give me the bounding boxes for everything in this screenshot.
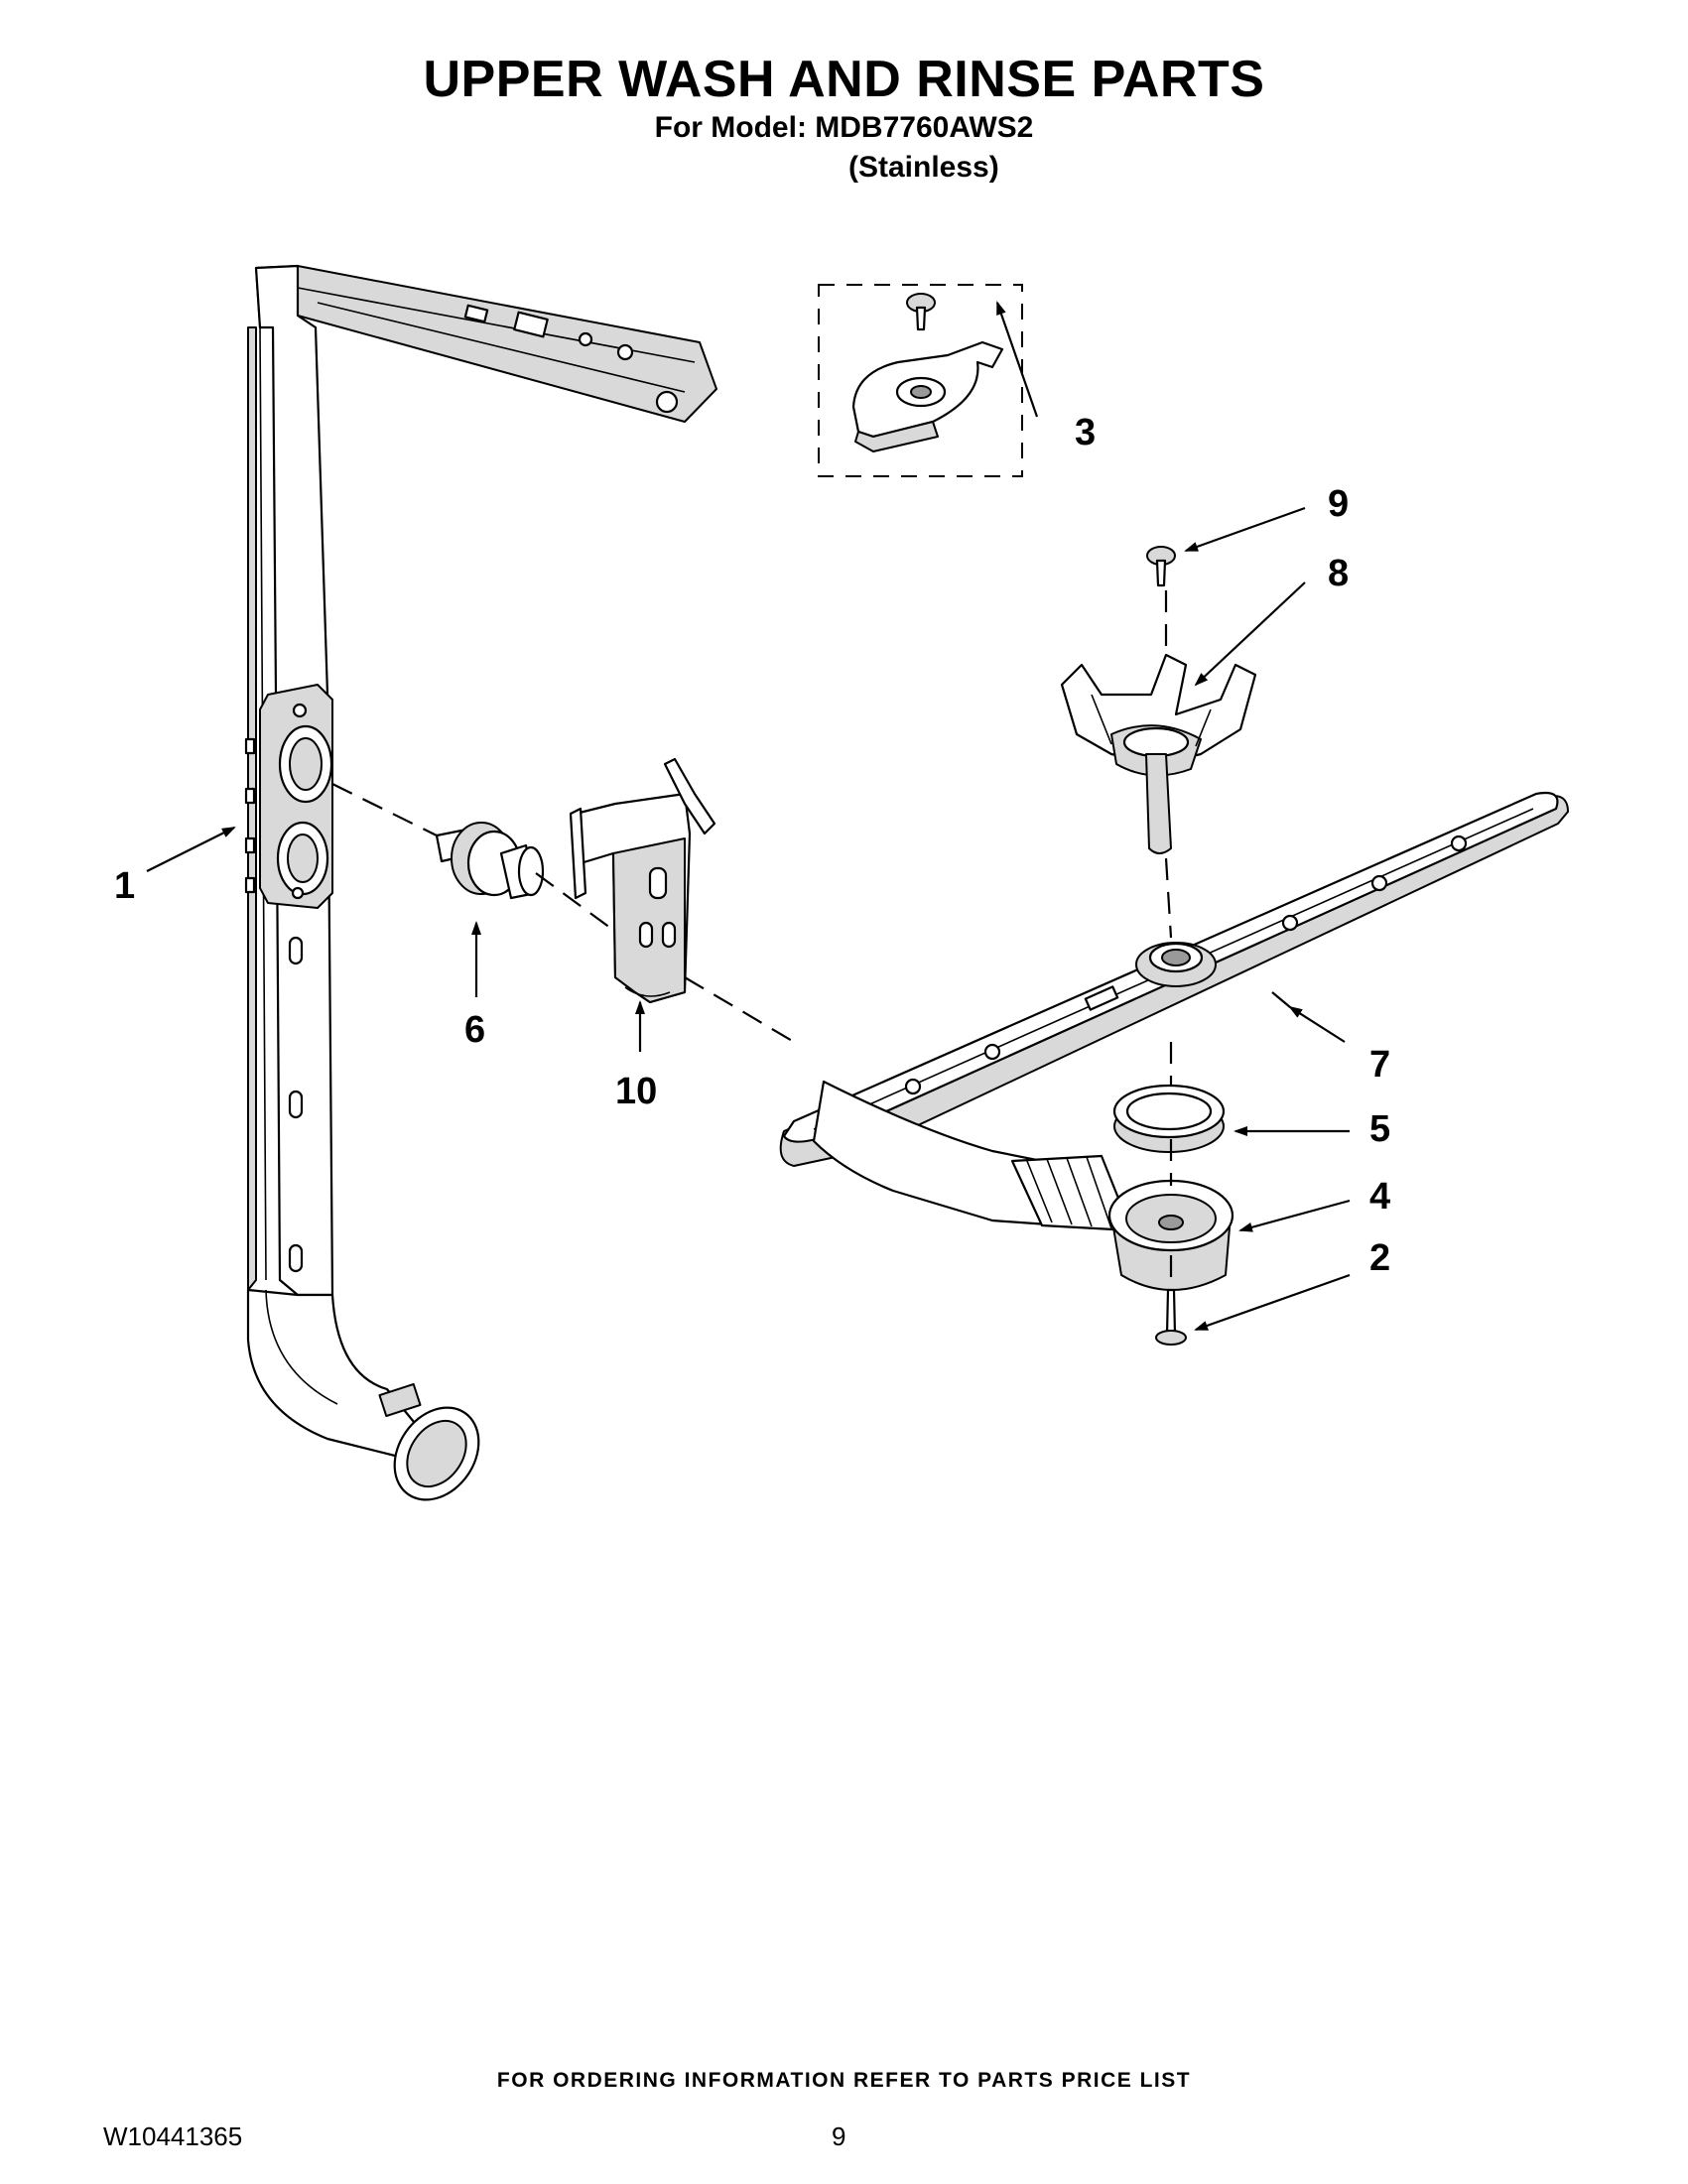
leader-lines <box>146 301 1351 1332</box>
callout-3: 3 <box>1075 412 1096 453</box>
supply-hose-part <box>812 1080 1133 1232</box>
screw-part <box>1155 1288 1187 1346</box>
page-number: 9 <box>832 2121 846 2151</box>
boxed-assembly-part <box>818 284 1023 477</box>
callout-10: 10 <box>615 1071 657 1112</box>
callout-7: 7 <box>1369 1044 1390 1086</box>
callout-1: 1 <box>114 865 135 907</box>
ring-part <box>1112 1084 1226 1153</box>
spray-arm-mount-part <box>1060 653 1257 854</box>
ordering-note: FOR ORDERING INFORMATION REFER TO PARTS … <box>496 2069 1192 2092</box>
assembly-lines <box>331 590 1173 1290</box>
callout-8: 8 <box>1328 553 1349 594</box>
callout-4: 4 <box>1369 1176 1390 1218</box>
model-line: For Model: MDB7760AWS2 <box>654 111 1034 144</box>
callout-5: 5 <box>1369 1108 1390 1150</box>
mount-screw-part <box>1146 546 1176 587</box>
spray-arm-part <box>779 791 1569 1167</box>
callout-2: 2 <box>1369 1237 1390 1279</box>
document-number: W10441365 <box>103 2121 243 2151</box>
manifold-hub-part <box>1107 1179 1234 1291</box>
nozzle-part <box>435 822 545 900</box>
callout-labels: 1 2 3 4 5 6 7 8 9 10 <box>114 412 1390 1279</box>
page-title: UPPER WASH AND RINSE PARTS <box>423 51 1265 108</box>
callout-9: 9 <box>1328 483 1349 525</box>
callout-6: 6 <box>464 1009 485 1051</box>
bracket-part <box>569 757 716 1004</box>
supply-tube-part <box>244 264 717 1501</box>
model-variant: (Stainless) <box>848 151 999 184</box>
